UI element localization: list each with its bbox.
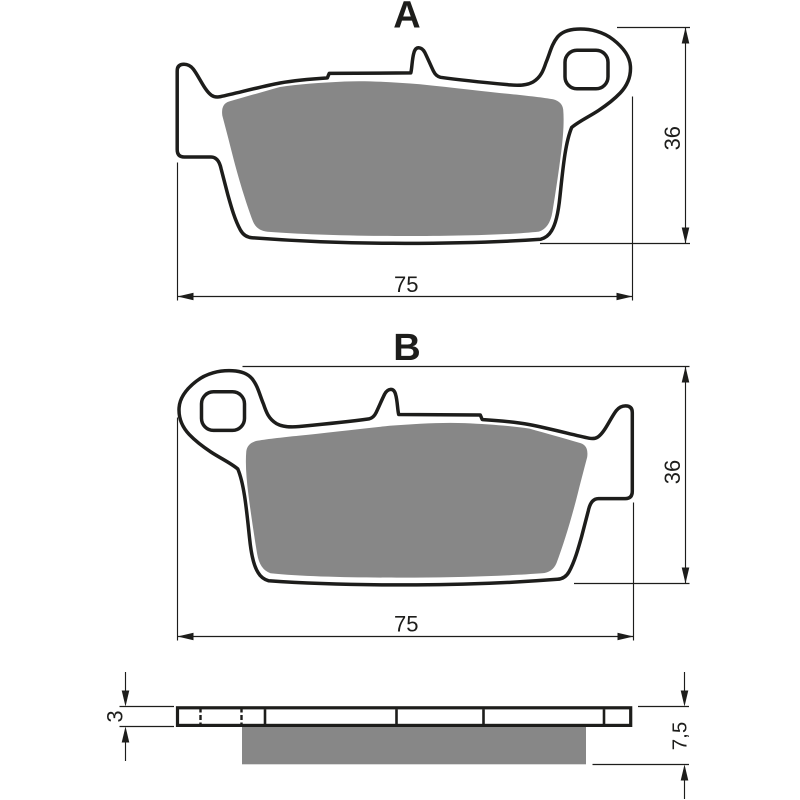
svg-text:A: A bbox=[393, 0, 420, 37]
svg-text:7,5: 7,5 bbox=[669, 722, 692, 751]
svg-text:75: 75 bbox=[394, 272, 418, 297]
svg-text:B: B bbox=[393, 327, 420, 369]
svg-text:75: 75 bbox=[394, 612, 418, 637]
svg-text:3: 3 bbox=[103, 710, 128, 722]
svg-text:36: 36 bbox=[660, 460, 685, 484]
svg-text:36: 36 bbox=[660, 126, 685, 150]
